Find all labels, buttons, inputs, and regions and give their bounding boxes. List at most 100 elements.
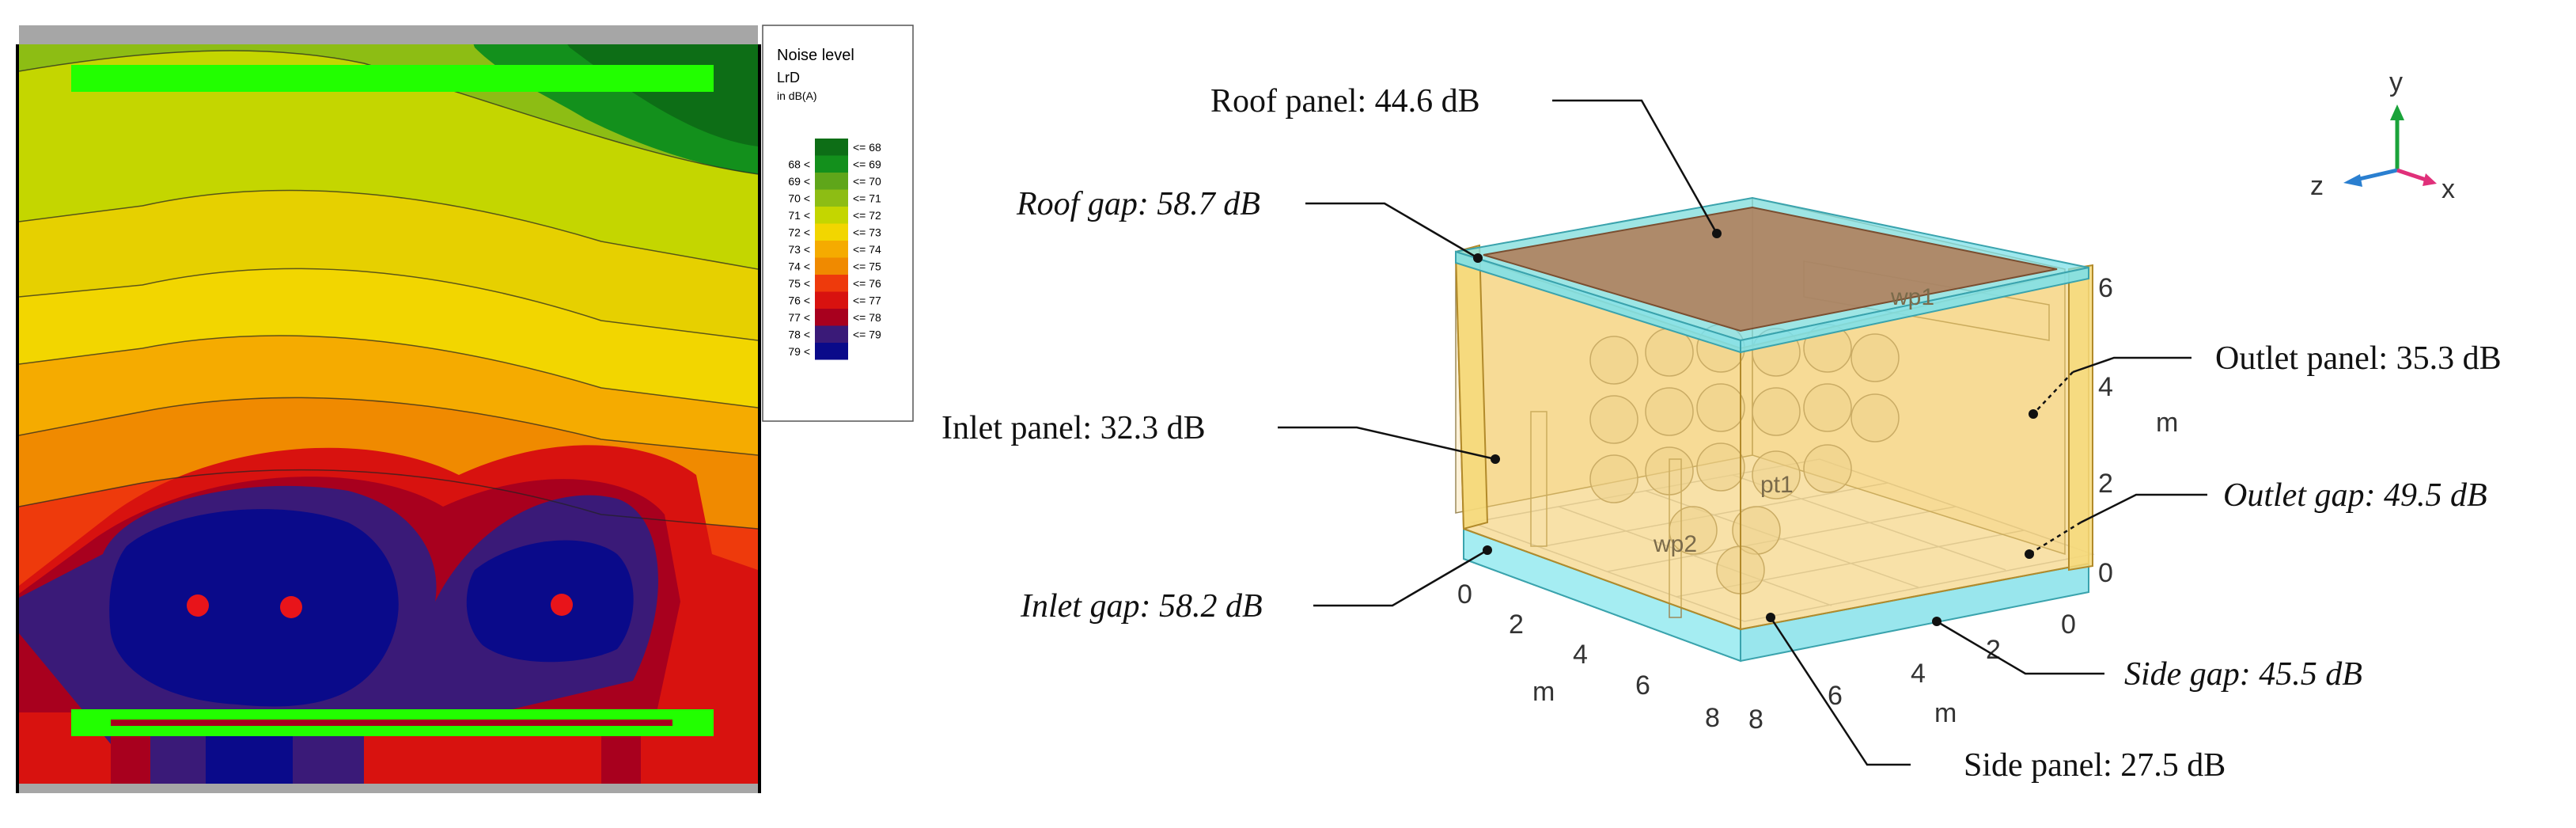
map-bottom-edge — [19, 784, 758, 793]
inlet-gap-callout: Inlet gap: 58.2 dB — [1020, 588, 1263, 625]
legend-label-left: 68 < — [788, 158, 810, 170]
legend-swatch — [815, 291, 848, 309]
roof-panel-leader — [1552, 99, 1718, 234]
legend-label-left: 69 < — [788, 175, 810, 188]
legend-label-right: <= 76 — [853, 277, 881, 290]
outlet-panel-callout: Outlet panel: 35.3 dB — [2215, 340, 2502, 377]
x-tick-4: 8 — [1705, 703, 1720, 733]
triad-z-label: z — [2310, 171, 2324, 201]
legend-label-left: 79 < — [788, 345, 810, 358]
outlet-gap-leader-hidden — [2029, 521, 2082, 556]
legend-swatch — [815, 173, 848, 190]
roof-gap-leader — [1305, 202, 1479, 260]
legend-label-left: 74 < — [788, 260, 810, 272]
legend-swatch — [815, 343, 848, 360]
legend-swatch — [815, 241, 848, 258]
outlet-panel-leader-hidden — [2032, 371, 2074, 415]
y-tick-2: 4 — [2098, 372, 2113, 402]
north-barrier — [71, 65, 714, 92]
inlet-gap-post — [1454, 244, 1489, 530]
z-tick-0: 8 — [1748, 705, 1763, 735]
x-axis-unit: m — [1532, 677, 1555, 707]
x-tick-2: 4 — [1573, 640, 1588, 670]
axis-ticks: 0 2 4 6 8 m 8 6 4 2 0 m 0 2 4 6 m — [1457, 273, 2178, 735]
legend-label-right: <= 79 — [853, 328, 881, 340]
legend-label-left: 76 < — [788, 294, 810, 306]
z-tick-3: 2 — [1986, 635, 2001, 665]
y-tick-1: 2 — [2098, 469, 2113, 499]
band-79-plus-right — [466, 540, 634, 663]
roof-panel — [1483, 206, 2058, 332]
callout-anchor-dots — [1473, 229, 2038, 626]
y-axis-unit: m — [2156, 408, 2178, 438]
wp1-label: wp1 — [1890, 284, 1934, 310]
legend-label-left: 73 < — [788, 243, 810, 256]
inlet-panel-leader — [1278, 426, 1496, 461]
z-arrowhead-icon — [2343, 174, 2362, 187]
legend-label-right: <= 74 — [853, 243, 881, 256]
side-panel-leader — [1769, 617, 1911, 766]
side-gap-callout: Side gap: 45.5 dB — [2124, 656, 2362, 693]
roof-gap-callout: Roof gap: 58.7 dB — [1016, 186, 1260, 222]
legend-label-right: <= 71 — [853, 192, 881, 204]
roof — [1455, 196, 2089, 354]
legend-swatch — [815, 189, 848, 207]
legend-label-left: 72 < — [788, 226, 810, 238]
legend-subtitle: LrD — [777, 70, 800, 85]
enclosure-model: wp1 wp2 pt1 0 2 4 6 8 m 8 6 4 2 0 m 0 2 … — [941, 83, 2502, 784]
y-tick-0: 0 — [2098, 558, 2113, 588]
contour-lines — [19, 50, 758, 530]
x-tick-1: 2 — [1509, 610, 1524, 640]
z-axis-arrow — [2355, 168, 2398, 182]
noise-source-1 — [187, 594, 209, 617]
legend-swatch — [815, 275, 848, 292]
legend-swatch — [815, 207, 848, 224]
legend-title: Noise level — [777, 47, 854, 64]
legend-label-right: <= 72 — [853, 209, 881, 222]
z-axis-unit: m — [1934, 698, 1957, 728]
wp2-label: wp2 — [1653, 531, 1697, 557]
orientation-triad: y z x — [2310, 67, 2455, 204]
legend-label-left: 78 < — [788, 328, 810, 340]
legend-label-right: <= 70 — [853, 175, 881, 188]
y-tick-3: 6 — [2098, 273, 2113, 303]
legend-swatch — [815, 223, 848, 241]
legend-label-right: <= 77 — [853, 294, 881, 306]
legend-label-right: <= 75 — [853, 260, 881, 272]
x-tick-3: 6 — [1635, 670, 1650, 701]
pt1-label: pt1 — [1760, 472, 1794, 498]
inlet-panel-callout: Inlet panel: 32.3 dB — [941, 410, 1206, 446]
x-axis-arrow — [2396, 168, 2426, 182]
x-tick-0: 0 — [1457, 579, 1472, 610]
legend-swatch — [815, 139, 848, 156]
roof-panel-callout: Roof panel: 44.6 dB — [1210, 83, 1480, 120]
side-gap-leader — [1936, 620, 2104, 675]
band-79-plus-left — [109, 509, 399, 707]
noise-contour-map — [16, 25, 761, 793]
legend-label-right: <= 78 — [853, 311, 881, 324]
y-arrowhead-icon — [2390, 104, 2404, 120]
legend-label-right: <= 68 — [853, 141, 881, 154]
legend-label-left: 71 < — [788, 209, 810, 222]
outlet-gap-leader — [2080, 493, 2207, 524]
z-tick-2: 4 — [1911, 659, 1926, 689]
legend-swatch — [815, 257, 848, 275]
triad-x-label: x — [2442, 174, 2455, 204]
side-panel-callout: Side panel: 27.5 dB — [1964, 747, 2226, 784]
outlet-gap-callout: Outlet gap: 49.5 dB — [2223, 477, 2487, 514]
legend-unit: in dB(A) — [777, 89, 817, 102]
z-tick-4: 0 — [2061, 610, 2076, 640]
legend-swatch — [815, 325, 848, 343]
triad-y-label: y — [2389, 67, 2403, 97]
x-arrowhead-icon — [2423, 173, 2437, 186]
legend-label-left: 70 < — [788, 192, 810, 204]
legend-swatch — [815, 155, 848, 173]
legend-label-left: 77 < — [788, 311, 810, 324]
band-68-69 — [19, 25, 758, 174]
legend-label-left: 75 < — [788, 277, 810, 290]
legend-label-right: <= 73 — [853, 226, 881, 238]
callout-leaders — [1278, 99, 2207, 766]
